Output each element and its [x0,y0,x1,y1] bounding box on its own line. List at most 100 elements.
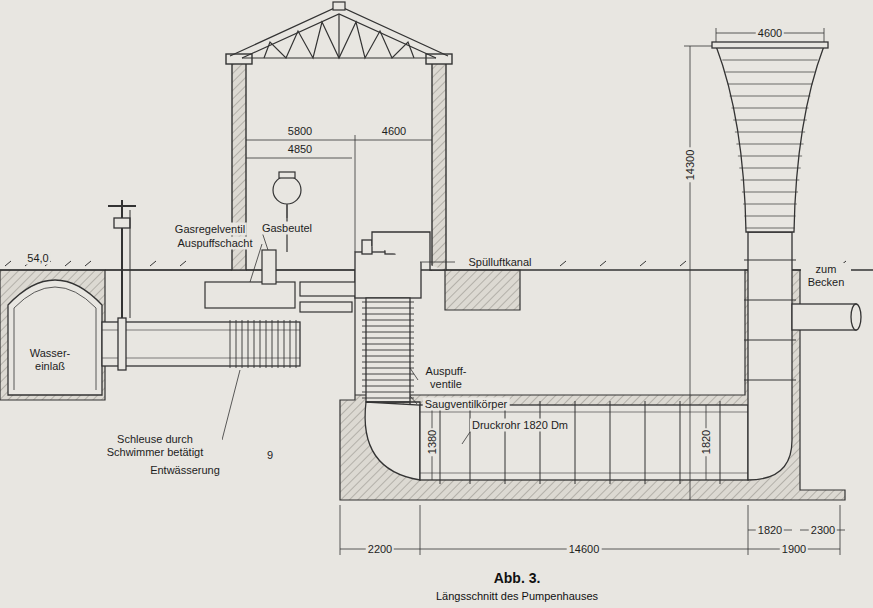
pipe-flanges [645,401,646,484]
water-inlet [14,287,96,390]
building [432,62,446,270]
pump-engine [362,240,372,254]
part-label: Wasser- einlaß [21,347,79,373]
inlet-pipe [102,322,300,366]
bellows-joint [254,320,255,368]
dimension-label: 14300 [684,148,697,183]
concrete-foundation [105,270,845,500]
exhaust-shaft [300,282,360,296]
bellows-joint [248,320,249,368]
water-inlet [8,280,102,395]
cylinder-rings [362,314,414,315]
dimension-label: 2300 [809,524,837,537]
dimension-label: 9 [265,449,275,462]
bellows-joint [290,320,291,368]
figure-number: Abb. 3. [494,570,541,586]
funnel-rings [733,120,806,121]
part-label: Saugventilkörper [423,398,510,411]
pipe-flanges [610,401,611,484]
exhaust-shaft [273,176,301,204]
exhaust-shaft [205,282,295,308]
ground-line [0,269,232,271]
pipe-flanges [720,401,721,484]
funnel-rings [742,192,798,193]
pipe-flanges [540,401,541,484]
funnel-rings [743,204,797,205]
dimension-label: 1900 [780,543,808,556]
inlet-pipe [102,330,300,331]
cylinder-rings [362,344,414,345]
dimension-lines [246,158,352,159]
pipe-flanges [744,300,796,301]
roof-truss [242,14,436,58]
pressure-pipe [365,232,792,480]
exhaust-shaft [279,172,295,178]
funnel-rings [736,144,803,145]
part-label: Auspuffschacht [175,237,254,250]
funnel-rings [722,60,817,228]
pipe-flanges [470,401,471,484]
funnel-rings [725,72,815,73]
funnel-rings [741,180,800,181]
pipe-flanges [575,401,576,484]
inlet-pipe [118,318,126,370]
dimension-label: 1380 [426,428,439,456]
bellows-joint [230,320,296,368]
dimension-label: 14600 [567,543,602,556]
bellows-joint [272,320,273,368]
funnel-rings [728,84,813,85]
pressure-pipe [365,402,420,480]
pressure-pipe [420,473,748,474]
dimension-label: 54,0 [25,252,50,265]
funnel-rings [730,96,811,97]
bellows-joint [284,320,285,368]
dimension-lines [840,505,841,555]
part-label: Gasbeutel [260,222,314,235]
dimension-label: 4850 [286,143,314,156]
dimension-lines [246,140,355,141]
cylinder-rings [362,374,414,375]
dimension-lines [246,28,845,555]
dimension-lines [355,135,356,252]
roof-truss [333,2,345,10]
part-label: Spülluftkanal [467,256,534,269]
leader-lines [420,262,455,263]
dimension-lines [690,46,691,500]
funnel-rings [735,132,805,133]
roof-truss [230,2,448,58]
figure-caption: Längsschnitt des Pumpenhauses [436,590,598,602]
cylinder-rings [362,308,414,309]
dimension-lines [748,505,749,555]
pressure-pipe [420,412,748,413]
pump-engine [355,252,421,298]
outlet-funnel [712,42,828,232]
cylinder-rings [362,356,414,357]
bellows-joint [230,320,231,368]
funnel-rings [746,228,795,229]
dimension-label: 2200 [366,543,394,556]
funnel-rings [739,168,800,169]
basin-pipe [792,304,856,330]
leader-lines [287,205,288,218]
pipe-flanges [440,401,441,484]
concrete-foundation [445,270,520,310]
dimension-label: 5800 [286,125,314,138]
inlet-pipe [130,210,131,318]
cylinder-rings [362,332,414,333]
cylinder-rings [362,326,414,327]
dimension-lines [340,505,341,555]
bellows-joint [236,320,237,368]
concrete-foundation [0,270,845,500]
bellows-joint [278,320,279,368]
cylinder-rings [362,386,414,387]
part-label: zum Becken [801,263,851,289]
dimension-label: 1820 [756,524,784,537]
leader-lines [262,232,268,250]
concrete-foundation [0,270,105,400]
roof-truss [338,14,339,58]
pipe-flanges [744,260,796,261]
pump-engine [372,232,445,270]
funnel-rings [744,216,795,217]
inlet-pipe [114,218,130,228]
